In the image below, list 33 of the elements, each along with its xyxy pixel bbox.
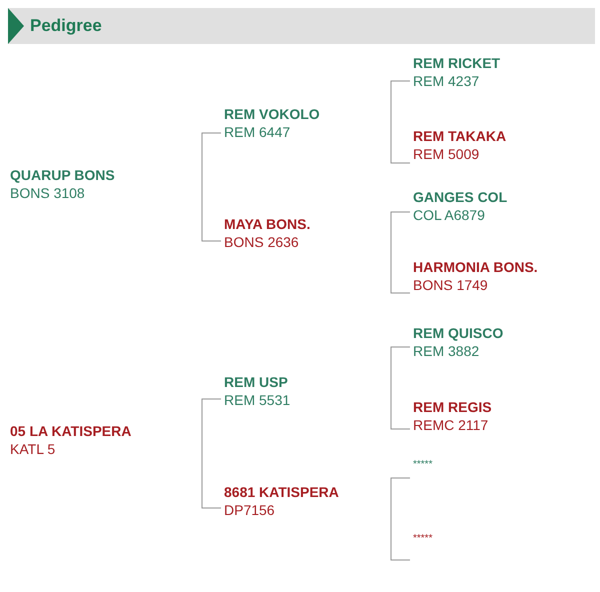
animal-name: 8681 KATISPERA bbox=[224, 483, 339, 501]
animal-name: REM TAKAKA bbox=[413, 127, 506, 145]
bracket-connector bbox=[390, 80, 410, 164]
unknown-ancestor-text: ***** bbox=[413, 530, 432, 548]
registration-number: REM 6447 bbox=[224, 123, 292, 141]
animal-name: QUARUP BONS bbox=[10, 166, 115, 184]
animal-name: REM USP bbox=[224, 373, 289, 391]
section-title: Pedigree bbox=[30, 16, 102, 36]
animal-name: HARMONIA BONS. bbox=[413, 258, 538, 276]
animal-name: REM QUISCO bbox=[413, 324, 504, 342]
unknown-ancestor-text: ***** bbox=[413, 456, 432, 474]
registration-number: COL A6879 bbox=[413, 206, 486, 224]
registration-number: REMC 2117 bbox=[413, 416, 490, 434]
animal-name: 05 LA KATISPERA bbox=[10, 422, 132, 440]
registration-number: BONS 1749 bbox=[413, 276, 489, 294]
registration-number: DP7156 bbox=[224, 501, 276, 519]
registration-number: BONS 2636 bbox=[224, 233, 300, 251]
registration-number: KATL 5 bbox=[10, 440, 56, 458]
bracket-connector bbox=[202, 398, 222, 508]
bracket-connector bbox=[390, 346, 410, 430]
registration-number: REM 5009 bbox=[413, 145, 480, 163]
animal-name: REM REGIS bbox=[413, 398, 492, 416]
registration-number: REM 3882 bbox=[413, 342, 480, 360]
bracket-connector bbox=[390, 478, 410, 560]
animal-name: REM RICKET bbox=[413, 54, 500, 72]
animal-name: GANGES COL bbox=[413, 188, 508, 206]
bracket-connector bbox=[202, 132, 222, 242]
bracket-connector bbox=[390, 212, 410, 294]
animal-name: REM VOKOLO bbox=[224, 105, 320, 123]
animal-name: MAYA BONS. bbox=[224, 215, 310, 233]
registration-number: BONS 3108 bbox=[10, 184, 86, 202]
registration-number: REM 4237 bbox=[413, 72, 480, 90]
registration-number: REM 5531 bbox=[224, 391, 290, 409]
